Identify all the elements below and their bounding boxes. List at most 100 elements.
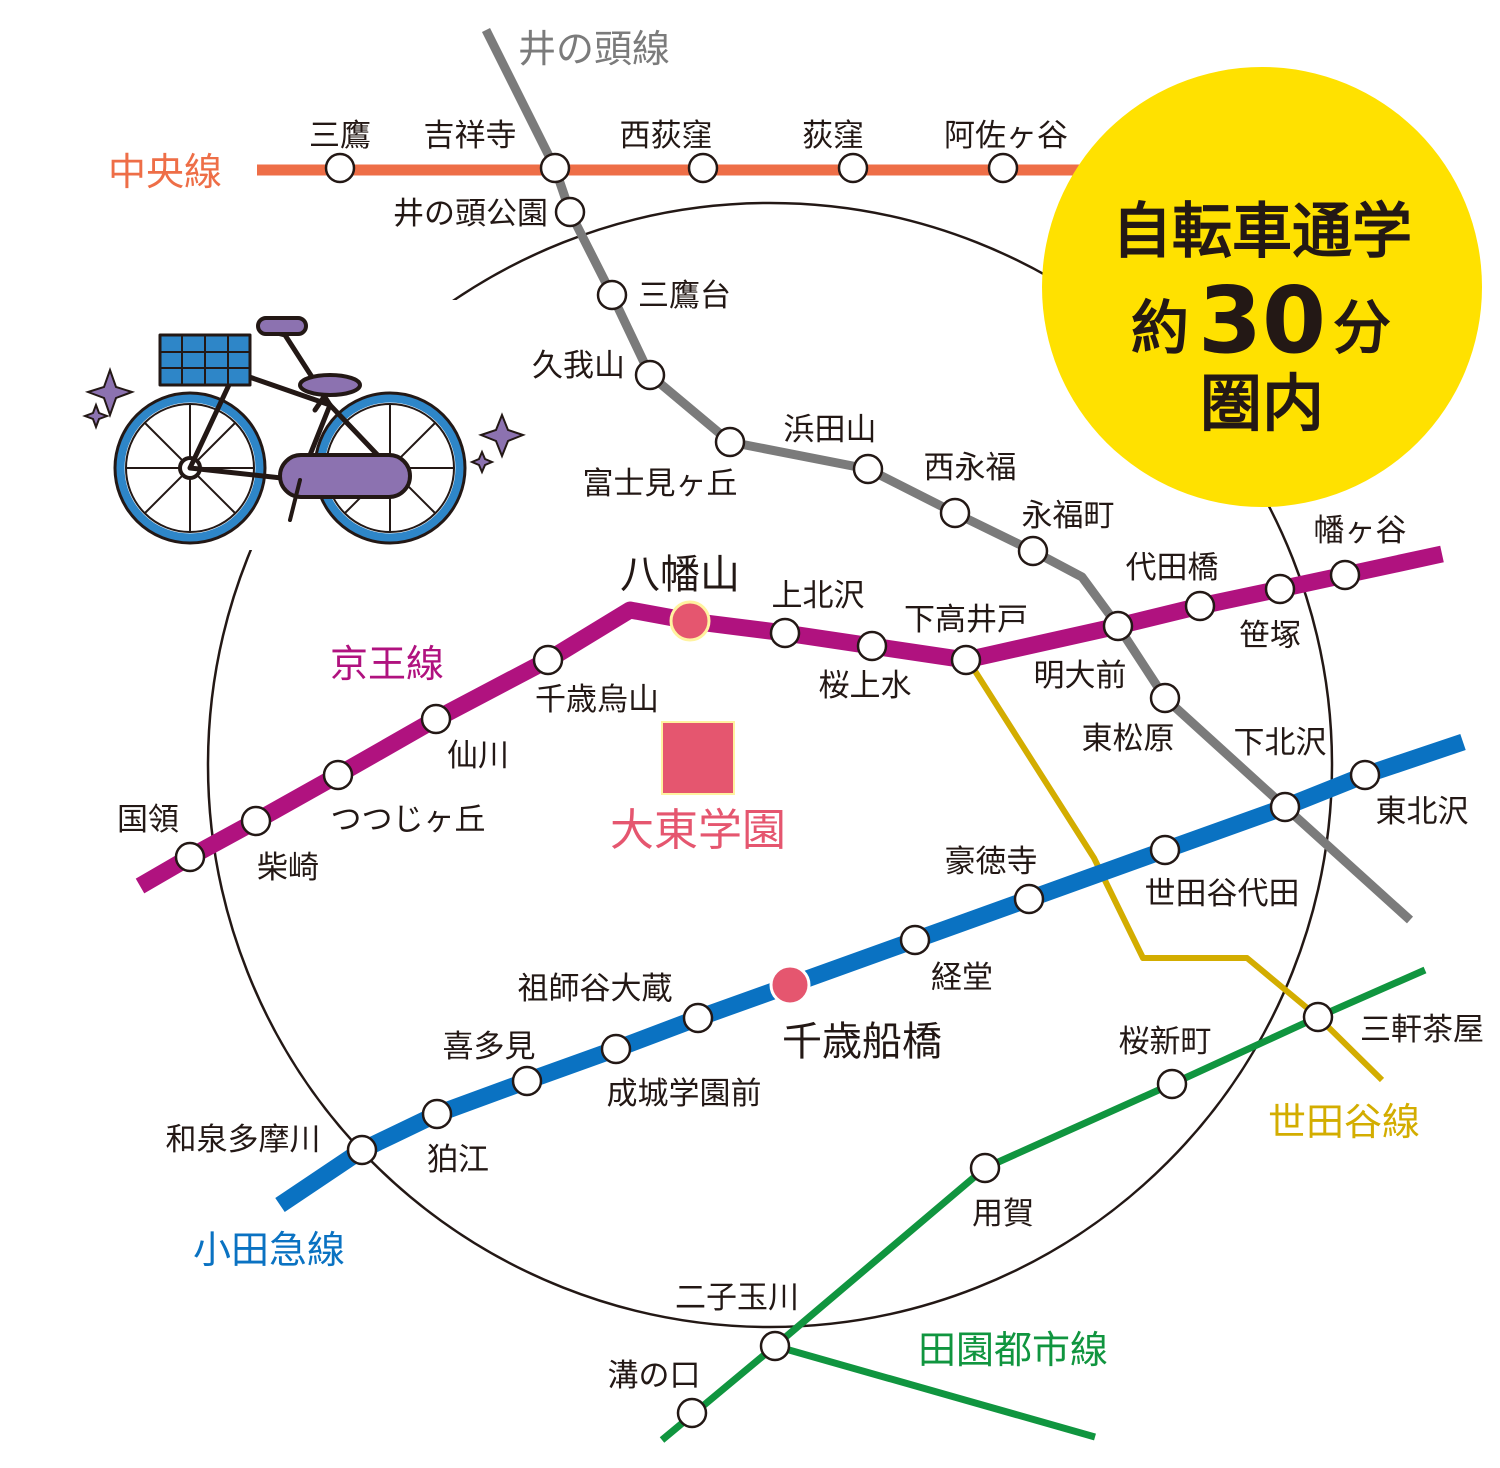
station-label: 成城学園前: [607, 1076, 762, 1112]
station-label: 阿佐ヶ谷: [944, 118, 1068, 154]
station-dot-sakurajosui[interactable]: [856, 630, 888, 662]
station-label: 溝の口: [608, 1358, 701, 1394]
station-label: 柴崎: [257, 850, 319, 886]
station-dot-eifukucho[interactable]: [1017, 535, 1049, 567]
station-label: 千歳烏山: [535, 682, 659, 718]
station-label: 代田橋: [1126, 550, 1219, 586]
station-dot-asagaya[interactable]: [987, 152, 1019, 184]
station-label: 経堂: [931, 960, 993, 996]
station-dot-ogikubo[interactable]: [837, 152, 869, 184]
sparkle-icon: [82, 366, 526, 475]
station-dot-sakurashinmachi[interactable]: [1156, 1068, 1188, 1100]
station-dot-kamikitazawa[interactable]: [769, 617, 801, 649]
line-denentoshi-branch: [774, 1342, 1096, 1441]
badge-line1: 自転車通学: [1112, 197, 1412, 267]
station-dot-sasazuka[interactable]: [1264, 573, 1296, 605]
line-keio: [135, 545, 1444, 894]
badge-approx: 約: [1131, 294, 1189, 362]
station-dot-kyodo[interactable]: [899, 924, 931, 956]
station-dot-fujimigaoka[interactable]: [714, 426, 746, 458]
station-dot-chitosekarasuyama[interactable]: [532, 644, 564, 676]
station-label: 笹塚: [1239, 618, 1301, 654]
station-dot-seijogakuenmae[interactable]: [600, 1033, 632, 1065]
school-name: 大東学園: [610, 805, 786, 856]
station-label: 西荻窪: [620, 118, 713, 154]
station-label: 三鷹: [309, 118, 371, 154]
station-label: 国領: [117, 802, 179, 838]
station-label: 桜新町: [1119, 1024, 1212, 1060]
station-label: 桜上水: [819, 668, 912, 704]
station-dot-setagayadaita[interactable]: [1149, 834, 1181, 866]
station-dot-meidaimae[interactable]: [1102, 610, 1134, 642]
station-markers: [174, 152, 1381, 1429]
bicycle-icon: [113, 316, 467, 545]
station-dot-tsutsujigaoka[interactable]: [322, 759, 354, 791]
station-label: 久我山: [532, 348, 625, 384]
station-dot-hachimanyama[interactable]: [669, 600, 711, 642]
station-label: 豪徳寺: [945, 844, 1038, 880]
station-dot-komae[interactable]: [421, 1098, 453, 1130]
station-label: 井の頭公園: [393, 196, 548, 232]
station-label: 明大前: [1034, 658, 1127, 694]
station-label: 和泉多摩川: [166, 1122, 321, 1158]
station-label: 二子玉川: [675, 1280, 799, 1316]
station-label: 仙川: [447, 738, 509, 774]
school-marker[interactable]: [661, 721, 735, 795]
badge-circle: [1042, 67, 1482, 507]
station-label: 下北沢: [1234, 725, 1327, 761]
badge-line3: 圏内: [1200, 367, 1324, 440]
station-dot-chitosefunabashi[interactable]: [769, 964, 811, 1006]
station-dot-nishieifuku[interactable]: [939, 497, 971, 529]
line-label-keio: 京王線: [330, 642, 444, 686]
station-label: 喜多見: [443, 1029, 536, 1065]
station-dot-sengawa[interactable]: [420, 703, 452, 735]
station-dot-gotokuji[interactable]: [1013, 883, 1045, 915]
station-label: 西永福: [924, 450, 1017, 486]
badge-unit: 分: [1333, 294, 1391, 362]
station-label: 祖師谷大蔵: [518, 971, 673, 1007]
line-label-denentoshi: 田園都市線: [918, 1328, 1108, 1372]
station-dot-higashimatsubara[interactable]: [1149, 682, 1181, 714]
station-dot-higashikitazawa[interactable]: [1349, 759, 1381, 791]
station-dot-shimokitazawa[interactable]: [1269, 791, 1301, 823]
station-dot-kugayama[interactable]: [634, 359, 666, 391]
station-label: 東松原: [1082, 721, 1175, 757]
station-dot-hatagaya[interactable]: [1329, 559, 1361, 591]
station-dot-mitaka[interactable]: [324, 152, 356, 184]
station-dot-mizonokuchi[interactable]: [676, 1397, 708, 1429]
station-label: 三鷹台: [638, 278, 731, 314]
station-dot-daitabashi[interactable]: [1184, 590, 1216, 622]
line-label-inokashira: 井の頭線: [518, 27, 670, 71]
station-label: 富士見ヶ丘: [583, 466, 738, 502]
station-dot-kichijoji[interactable]: [539, 152, 571, 184]
station-dot-inokashira-koen[interactable]: [554, 196, 586, 228]
station-dot-mitakadai[interactable]: [596, 279, 628, 311]
station-label-major: 八幡山: [620, 552, 740, 598]
station-dot-futakotamagawa[interactable]: [759, 1330, 791, 1362]
station-dot-nishiogikubo[interactable]: [687, 152, 719, 184]
station-label: 上北沢: [772, 578, 865, 614]
station-dot-shibasaki[interactable]: [240, 805, 272, 837]
station-label: 狛江: [427, 1142, 489, 1178]
station-label: 三軒茶屋: [1360, 1012, 1484, 1048]
station-dot-kokuryo[interactable]: [174, 841, 206, 873]
line-label-odakyu: 小田急線: [193, 1228, 345, 1272]
line-label-setagaya: 世田谷線: [1268, 1100, 1420, 1144]
station-dot-yoga[interactable]: [969, 1152, 1001, 1184]
station-label-major: 千歳船橋: [782, 1019, 942, 1065]
station-dot-kitami[interactable]: [511, 1065, 543, 1097]
station-dot-soshigayaokura[interactable]: [682, 1002, 714, 1034]
line-denentoshi: [659, 966, 1427, 1443]
commute-radius-circle: [206, 201, 1334, 1329]
station-label: 永福町: [1022, 498, 1115, 534]
station-dot-hamadayama[interactable]: [852, 453, 884, 485]
station-label: 世田谷代田: [1145, 876, 1300, 912]
station-dot-izumitamagawa[interactable]: [346, 1134, 378, 1166]
station-dot-sangenjaya[interactable]: [1302, 1001, 1334, 1033]
station-dot-shimotakaido[interactable]: [950, 644, 982, 676]
station-label: 幡ヶ谷: [1314, 513, 1407, 549]
station-labels: 三鷹 吉祥寺 西荻窪 荻窪 阿佐ヶ谷 井の頭公園 三鷹台 久我山 富士見ヶ丘 浜…: [117, 118, 1484, 1394]
station-label: 浜田山: [784, 412, 877, 448]
line-label-chuo: 中央線: [108, 150, 222, 194]
